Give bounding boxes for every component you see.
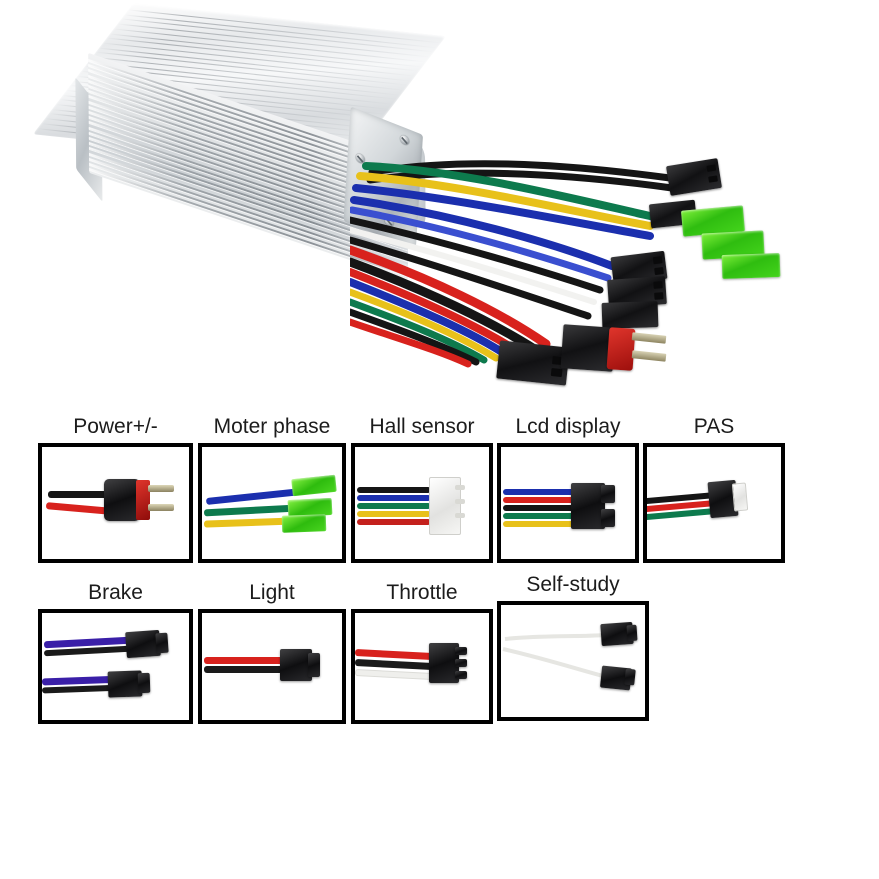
connector-body-black xyxy=(280,649,312,681)
wire-white xyxy=(355,668,434,681)
legend-label-power: Power+/- xyxy=(73,415,158,438)
legend-label-brake: Brake xyxy=(88,581,143,604)
legend-cell-throttle: Throttle xyxy=(351,580,493,724)
wire-yellow xyxy=(503,521,575,527)
legend-label-light: Light xyxy=(249,581,295,604)
legend-cell-light: Light xyxy=(198,580,346,724)
wire-blue xyxy=(357,495,431,501)
connector-body-black xyxy=(429,643,459,683)
wire-red xyxy=(503,497,575,503)
screw-icon xyxy=(399,133,410,147)
connector-latch xyxy=(601,485,615,503)
legend-image-self-study xyxy=(497,601,649,721)
legend-image-brake xyxy=(38,609,193,724)
harness-connector-green-3 xyxy=(721,252,781,280)
wire-red xyxy=(355,648,434,661)
legend-cell-power: Power+/- xyxy=(38,414,193,563)
wire-yellow xyxy=(357,511,431,517)
connector-pin xyxy=(455,647,467,655)
wire-black xyxy=(503,505,575,511)
harness-power-connector-red xyxy=(606,327,636,371)
connector-latch xyxy=(308,653,320,677)
connector-latch xyxy=(155,632,169,654)
wire-green xyxy=(357,503,431,509)
wire-blue xyxy=(503,489,575,495)
connector-slot xyxy=(455,513,465,518)
legend-image-hall-sensor xyxy=(351,443,493,563)
legend-cell-hall-sensor: Hall sensor xyxy=(351,414,493,563)
legend-image-pas xyxy=(643,443,785,563)
connector-pin xyxy=(455,671,467,679)
wire-black xyxy=(48,491,108,498)
harness-wires xyxy=(350,160,676,368)
legend-label-motor-phase: Moter phase xyxy=(213,415,331,438)
wire-black xyxy=(204,666,284,673)
connector-body-black xyxy=(104,479,140,521)
product-photo xyxy=(0,0,879,400)
legend-label-lcd-display: Lcd display xyxy=(515,415,621,438)
connector-latch xyxy=(601,509,615,527)
legend-image-power xyxy=(38,443,193,563)
wire-black xyxy=(355,658,434,671)
connector-latch xyxy=(137,672,151,694)
connector-pin xyxy=(455,659,467,667)
connector-slot xyxy=(455,485,465,490)
wire-green xyxy=(503,513,575,519)
legend-image-motor-phase xyxy=(198,443,346,563)
legend-label-hall-sensor: Hall sensor xyxy=(369,415,475,438)
connector-bullet-green xyxy=(291,474,337,497)
connector-body-red xyxy=(136,480,150,520)
connector-body-black xyxy=(571,483,605,529)
wire-black xyxy=(357,487,431,493)
legend-cell-lcd-display: Lcd display xyxy=(497,414,639,563)
legend-label-throttle: Throttle xyxy=(386,581,458,604)
legend-image-throttle xyxy=(351,609,493,724)
wire-green xyxy=(203,504,297,517)
heatsink-fin xyxy=(128,9,442,44)
legend-image-lcd-display xyxy=(497,443,639,563)
legend-cell-pas: PAS xyxy=(643,414,785,563)
wire-harness xyxy=(350,150,820,395)
connector-tip-white xyxy=(731,482,749,512)
connector-latch xyxy=(624,668,636,686)
legend-image-light xyxy=(198,609,346,724)
legend-label-pas: PAS xyxy=(693,415,735,438)
connector-blade-icon xyxy=(148,485,174,492)
legend-cell-brake: Brake xyxy=(38,580,193,724)
legend-cell-motor-phase: Moter phase xyxy=(198,414,346,563)
wire-red xyxy=(357,519,431,525)
legend-label-self-study: Self-study xyxy=(526,573,620,596)
legend-cell-self-study: Self-study xyxy=(497,572,649,721)
wire-red xyxy=(204,657,284,664)
connector-legend-grid: Power+/- Moter phase Hall sensor xyxy=(0,400,879,879)
connector-slot xyxy=(455,499,465,504)
harness-connector-black-mid3 xyxy=(601,301,659,329)
connector-latch xyxy=(626,624,638,642)
wire-red xyxy=(45,502,113,515)
self-study-wires xyxy=(502,633,608,679)
heatsink-fin xyxy=(124,14,438,49)
harness-connector-black-lower xyxy=(496,340,570,386)
connector-bullet-green xyxy=(281,514,327,533)
connector-blade-icon xyxy=(148,504,174,511)
